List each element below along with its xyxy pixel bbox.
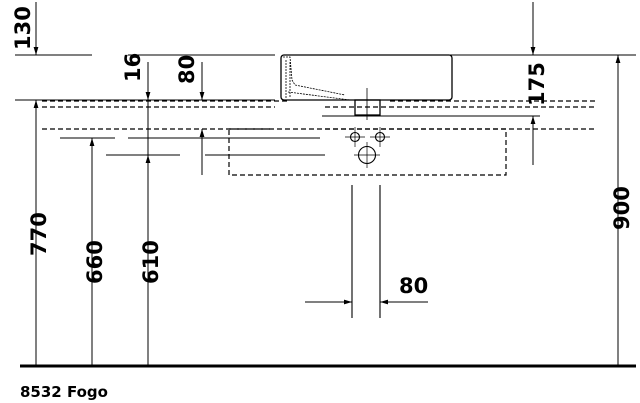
dim-80-top: 80 [175,55,199,84]
dim-660: 660 [83,240,107,284]
washbasin [280,54,453,120]
dim-175: 175 [525,62,549,106]
dim-610: 610 [139,240,163,284]
dim-900: 900 [610,186,634,230]
dim-130: 130 [11,6,35,50]
dim-16: 16 [121,53,145,82]
dimension-arrows [33,2,621,365]
dim-80-drain: 80 [399,274,428,298]
hidden-lines [42,100,595,176]
product-title: 8532 Fogo [20,383,108,401]
dim-770: 770 [27,212,51,256]
connection-points [345,127,390,318]
